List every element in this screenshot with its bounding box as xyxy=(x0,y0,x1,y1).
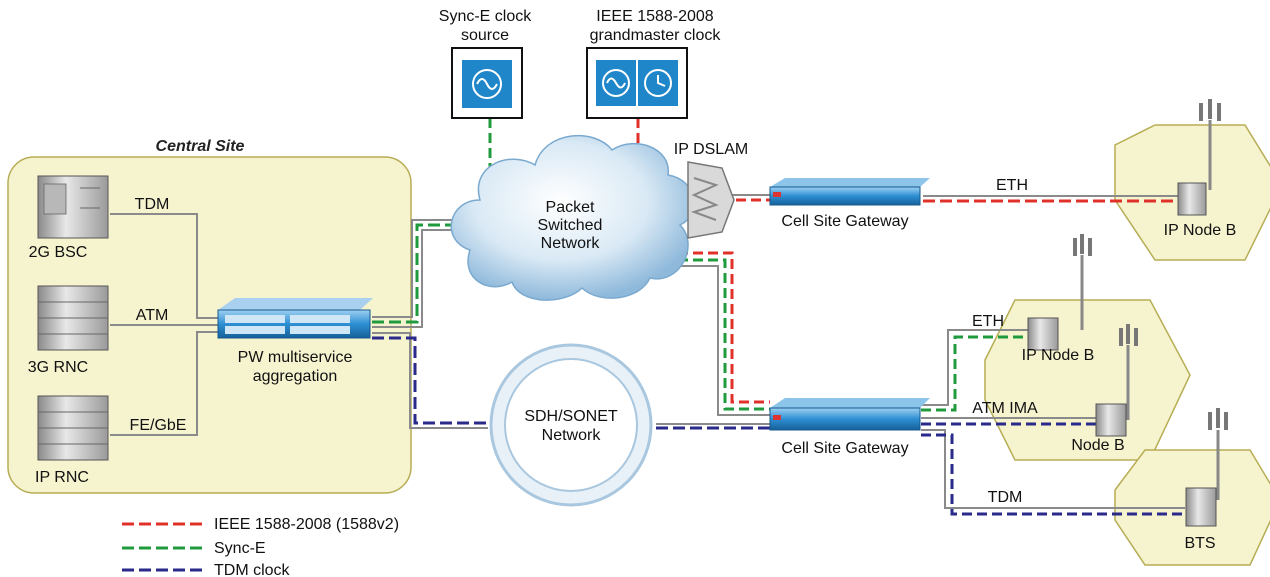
csg-top-to-ipnodeb xyxy=(923,195,1180,203)
central-site-links xyxy=(110,213,226,436)
ipnodeb-top-label: IP Node B xyxy=(1164,222,1237,239)
gm-label-line2: grandmaster clock xyxy=(590,27,722,44)
sdh-to-csg-link xyxy=(656,423,770,430)
legend-label-tdm-clock: TDM clock xyxy=(214,562,291,577)
sdh-label-line1: SDH/SONET xyxy=(524,408,618,425)
server-3g-rnc: 3G RNC xyxy=(28,285,109,376)
agg-to-psn-link xyxy=(372,219,478,328)
sdh-label-line2: Network xyxy=(542,427,602,444)
tdm-link-label: TDM xyxy=(135,196,170,213)
ip-dslam: IP DSLAM xyxy=(674,141,748,239)
csg-bottom-label: Cell Site Gateway xyxy=(781,440,908,457)
legend: IEEE 1588-2008 (1588v2) Sync-E TDM clock xyxy=(122,516,399,577)
tdm-bottom-label: TDM xyxy=(988,489,1023,506)
pw-aggregation-device: PW multiservice aggregation xyxy=(217,298,373,385)
csg-top-label: Cell Site Gateway xyxy=(781,213,908,230)
bsc-label: 2G BSC xyxy=(29,244,88,261)
csg-bottom-to-bts xyxy=(921,429,1185,516)
cell-site-gateway-bottom: Cell Site Gateway xyxy=(769,398,930,457)
sine-wave-icon xyxy=(602,69,630,97)
ipnodeb-mid-label: IP Node B xyxy=(1022,347,1095,364)
node-b: Node B xyxy=(1071,324,1138,454)
csg-bottom-to-ipnodeb xyxy=(921,329,1030,412)
cell-site-gateway-top: Cell Site Gateway xyxy=(769,178,930,230)
pw-label-line2: aggregation xyxy=(253,368,338,385)
synce-clock-source: Sync-E clock source xyxy=(439,8,532,119)
node-b-cabinet-icon xyxy=(1095,403,1127,437)
psn-to-csg-bottom xyxy=(678,251,770,416)
bts-cabinet-icon xyxy=(1185,487,1217,527)
node-b-cabinet-icon xyxy=(1027,317,1059,351)
nodeb-label: Node B xyxy=(1071,437,1124,454)
atm-ima-label: ATM IMA xyxy=(972,400,1038,417)
gm-label-line1: IEEE 1588-2008 xyxy=(596,8,714,25)
sdh-sonet-ring: SDH/SONET Network xyxy=(489,343,653,507)
csg-bottom-to-nodeb xyxy=(921,417,1097,426)
eth-mid-label: ETH xyxy=(972,313,1004,330)
synce-label-line2: source xyxy=(461,27,509,44)
iprnc-label: IP RNC xyxy=(35,469,89,486)
fe-link-label: FE/GbE xyxy=(130,417,187,434)
clock-icon xyxy=(644,69,672,97)
packet-switched-network-cloud: Packet Switched Network xyxy=(450,134,695,301)
cell-site-region-mid xyxy=(984,299,1191,461)
pw-label-line1: PW multiservice xyxy=(238,349,353,366)
bts-label: BTS xyxy=(1184,535,1215,552)
psn-label-line1: Packet xyxy=(546,199,595,216)
central-site-title: Central Site xyxy=(156,138,245,155)
atm-link-label: ATM xyxy=(136,307,169,324)
grandmaster-clock: IEEE 1588-2008 grandmaster clock xyxy=(586,8,722,119)
ip-node-b-mid: IP Node B xyxy=(1022,234,1095,364)
rnc3g-label: 3G RNC xyxy=(28,359,88,376)
node-b-cabinet-icon xyxy=(1177,182,1207,216)
sine-wave-icon xyxy=(472,69,502,99)
server-2g-bsc: 2G BSC xyxy=(29,175,109,261)
eth-top-label: ETH xyxy=(996,177,1028,194)
bts: BTS xyxy=(1184,408,1228,552)
legend-label-synce: Sync-E xyxy=(214,540,266,557)
dslam-label: IP DSLAM xyxy=(674,141,748,158)
psn-label-line2: Switched xyxy=(538,217,603,234)
psn-label-line3: Network xyxy=(541,235,601,252)
server-ip-rnc: IP RNC xyxy=(35,395,109,486)
agg-to-sdh-link xyxy=(372,332,488,429)
legend-label-ieee1588: IEEE 1588-2008 (1588v2) xyxy=(214,516,399,533)
synce-label-line1: Sync-E clock xyxy=(439,8,532,25)
ip-node-b-top: IP Node B xyxy=(1164,99,1237,239)
